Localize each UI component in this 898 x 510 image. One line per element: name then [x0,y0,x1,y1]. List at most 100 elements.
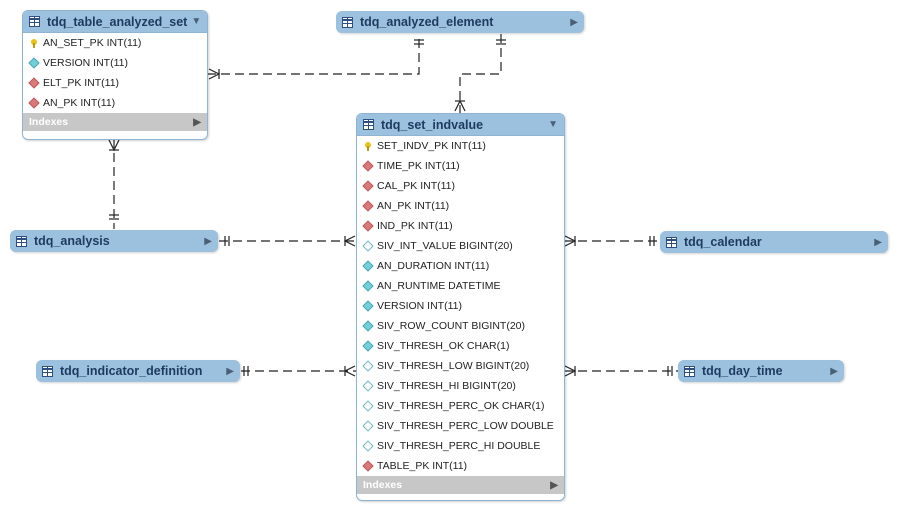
column-label: TABLE_PK INT(11) [377,460,468,472]
column-label: SIV_THRESH_PERC_OK CHAR(1) [377,400,545,412]
column-row[interactable]: VERSION INT(11) [23,53,207,73]
column-row[interactable]: TABLE_PK INT(11) [357,456,564,476]
column-label: SIV_THRESH_OK CHAR(1) [377,340,510,352]
entity-header[interactable]: tdq_day_time ▶ [678,360,844,382]
diamond-cyan-icon [362,340,374,352]
column-label: SIV_THRESH_LOW BIGINT(20) [377,360,530,372]
entity-title: tdq_table_analyzed_set [47,14,188,29]
diamond-cyan-icon [28,57,40,69]
column-label: SIV_THRESH_PERC_LOW DOUBLE [377,420,554,432]
column-label: SIV_THRESH_HI BIGINT(20) [377,380,516,392]
entity-header[interactable]: tdq_set_indvalue ▼ [357,114,564,136]
column-row[interactable]: AN_PK INT(11) [23,93,207,113]
column-row[interactable]: SIV_THRESH_HI BIGINT(20) [357,376,564,396]
triangle-right-icon[interactable]: ▶ [830,365,838,377]
entity-indicator-definition[interactable]: tdq_indicator_definition ▶ [36,360,240,382]
diamond-white-icon [362,440,374,452]
diamond-white-icon [362,360,374,372]
entity-set-indvalue[interactable]: tdq_set_indvalue ▼ SET_INDV_PK INT(11) T… [356,113,565,501]
column-row[interactable]: AN_SET_PK INT(11) [23,33,207,53]
entity-day-time[interactable]: tdq_day_time ▶ [678,360,844,382]
diamond-cyan-icon [362,300,374,312]
diamond-red-icon [362,220,374,232]
column-row[interactable]: AN_DURATION INT(11) [357,256,564,276]
column-label: AN_PK INT(11) [377,200,450,212]
diamond-red-icon [362,180,374,192]
column-row[interactable]: ELT_PK INT(11) [23,73,207,93]
table-icon [342,16,353,28]
entity-header[interactable]: tdq_calendar ▶ [660,231,888,253]
column-label: IND_PK INT(11) [377,220,453,232]
column-label: SET_INDV_PK INT(11) [377,140,486,152]
table-icon [29,16,40,27]
column-row[interactable]: TIME_PK INT(11) [357,156,564,176]
column-row[interactable]: IND_PK INT(11) [357,216,564,236]
column-row[interactable]: SIV_INT_VALUE BIGINT(20) [357,236,564,256]
column-label: AN_DURATION INT(11) [377,260,490,272]
column-label: TIME_PK INT(11) [377,160,460,172]
column-row[interactable]: SET_INDV_PK INT(11) [357,136,564,156]
entity-title: tdq_calendar [684,235,762,249]
triangle-right-icon[interactable]: ▶ [550,479,558,491]
diamond-white-icon [362,240,374,252]
diamond-red-icon [362,200,374,212]
entity-analyzed-element[interactable]: tdq_analyzed_element ▶ [336,11,584,33]
indexes-bar[interactable]: Indexes ▶ [23,113,207,131]
column-row[interactable]: CAL_PK INT(11) [357,176,564,196]
column-label: ELT_PK INT(11) [43,77,120,89]
column-row[interactable]: VERSION INT(11) [357,296,564,316]
column-label: CAL_PK INT(11) [377,180,455,192]
entity-title: tdq_indicator_definition [60,364,203,378]
column-row[interactable]: SIV_THRESH_PERC_LOW DOUBLE [357,416,564,436]
column-row[interactable]: AN_RUNTIME DATETIME [357,276,564,296]
column-row[interactable]: SIV_THRESH_OK CHAR(1) [357,336,564,356]
diamond-red-icon [362,460,374,472]
column-label: AN_RUNTIME DATETIME [377,280,501,292]
entity-header[interactable]: tdq_indicator_definition ▶ [36,360,240,382]
column-label: SIV_ROW_COUNT BIGINT(20) [377,320,525,332]
diamond-cyan-icon [362,260,374,272]
diamond-red-icon [28,77,40,89]
diamond-white-icon [362,400,374,412]
entity-title: tdq_day_time [702,364,783,378]
indexes-label: Indexes [363,479,403,491]
column-row[interactable]: SIV_THRESH_PERC_HI DOUBLE [357,436,564,456]
table-icon [16,235,27,247]
column-row[interactable]: SIV_THRESH_PERC_OK CHAR(1) [357,396,564,416]
triangle-down-icon[interactable]: ▼ [191,16,202,27]
entity-table-analyzed-set[interactable]: tdq_table_analyzed_set ▼ AN_SET_PK INT(1… [22,10,208,140]
diamond-cyan-icon [362,280,374,292]
indexes-label: Indexes [29,116,69,128]
triangle-right-icon[interactable]: ▶ [204,235,212,247]
entity-analysis[interactable]: tdq_analysis ▶ [10,230,218,252]
table-icon [42,365,53,377]
triangle-down-icon[interactable]: ▼ [548,119,558,130]
table-icon [363,119,374,130]
column-label: VERSION INT(11) [377,300,462,312]
column-row[interactable]: AN_PK INT(11) [357,196,564,216]
entity-calendar[interactable]: tdq_calendar ▶ [660,231,888,253]
table-icon [684,365,695,377]
diamond-red-icon [28,97,40,109]
diamond-cyan-icon [362,320,374,332]
diamond-red-icon [362,160,374,172]
key-icon [31,38,37,48]
entity-header[interactable]: tdq_analysis ▶ [10,230,218,252]
triangle-right-icon[interactable]: ▶ [193,116,201,128]
key-icon [365,141,371,151]
table-icon [666,236,677,248]
entity-header[interactable]: tdq_table_analyzed_set ▼ [23,11,207,33]
column-row[interactable]: SIV_ROW_COUNT BIGINT(20) [357,316,564,336]
column-label: SIV_THRESH_PERC_HI DOUBLE [377,440,541,452]
indexes-bar[interactable]: Indexes ▶ [357,476,564,494]
column-row[interactable]: SIV_THRESH_LOW BIGINT(20) [357,356,564,376]
triangle-right-icon[interactable]: ▶ [226,365,234,377]
column-label: SIV_INT_VALUE BIGINT(20) [377,240,513,252]
triangle-right-icon[interactable]: ▶ [874,236,882,248]
entity-title: tdq_analysis [34,234,110,248]
triangle-right-icon[interactable]: ▶ [570,16,578,28]
entity-title: tdq_analyzed_element [360,15,494,29]
entity-header[interactable]: tdq_analyzed_element ▶ [336,11,584,33]
column-label: VERSION INT(11) [43,57,128,69]
